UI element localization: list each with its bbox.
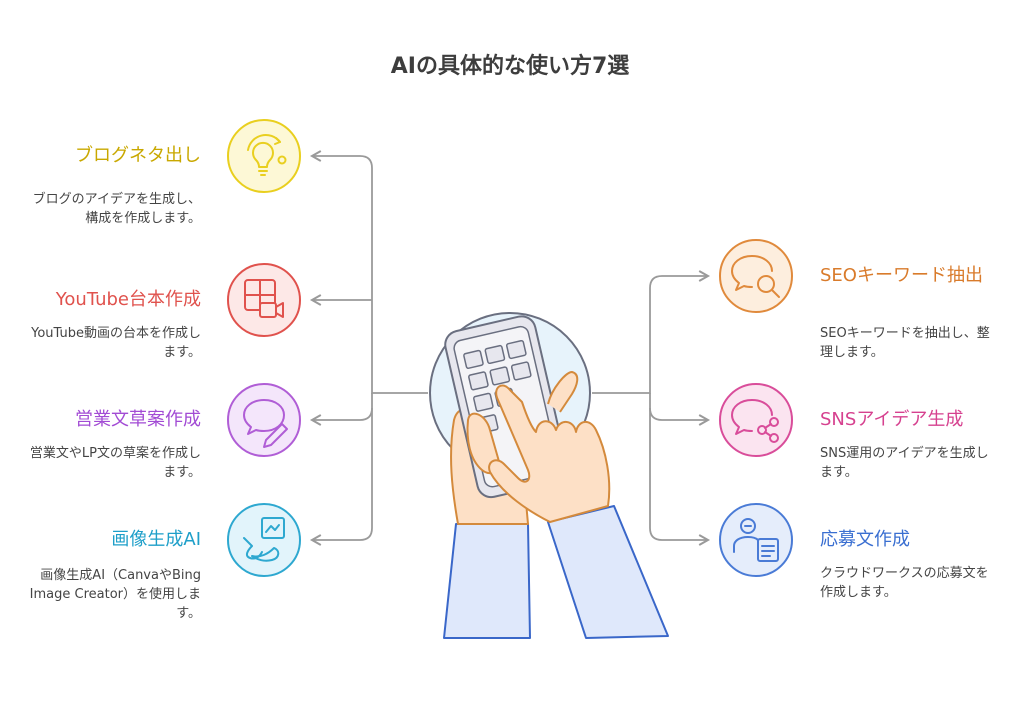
app-tile — [463, 349, 484, 370]
chat-share-icon — [731, 399, 779, 443]
item-desc-blog: ブログのアイデアを生成し、構成を作成します。 — [32, 192, 201, 226]
icon-circle-application — [719, 503, 793, 577]
connector-seo — [592, 270, 711, 394]
connector-application — [649, 408, 711, 546]
item-desc-seo: SEOキーワードを抽出し、整理します。 — [820, 326, 990, 360]
connector-sns — [649, 393, 711, 426]
icon-circle-image — [227, 503, 301, 577]
item-title-sns: SNSアイデア生成 — [820, 409, 964, 430]
right-thumb — [547, 371, 579, 413]
item-title-blog: ブログネタ出し — [75, 145, 201, 166]
center-illustration — [429, 312, 669, 639]
app-tile — [505, 339, 527, 360]
connector-blog — [309, 150, 428, 394]
item-title-youtube: YouTube台本作成 — [55, 289, 201, 310]
page-title: AIの具体的な使い方7選 — [390, 54, 630, 79]
right-hand — [488, 384, 611, 523]
chat-search-icon — [731, 255, 780, 298]
app-tile — [489, 366, 511, 386]
item-title-application: 応募文作成 — [820, 529, 910, 550]
art-brush-icon — [243, 517, 285, 562]
app-tile — [484, 344, 506, 365]
icon-circle-youtube — [227, 263, 301, 337]
user-document-icon — [733, 518, 779, 562]
item-title-image: 画像生成AI — [111, 529, 201, 550]
item-title-seo: SEOキーワード抽出 — [820, 265, 983, 286]
icon-circle-sns — [719, 383, 793, 457]
app-tile — [510, 361, 532, 381]
app-tile — [468, 371, 489, 391]
right-connectors — [592, 270, 711, 546]
icon-circle-seo — [719, 239, 793, 313]
item-title-sales: 営業文草案作成 — [75, 409, 201, 430]
video-layout-icon — [244, 279, 284, 318]
icon-circle-sales — [227, 383, 301, 457]
lightbulb-icon — [247, 134, 287, 176]
item-desc-youtube: YouTube動画の台本を作成します。 — [31, 326, 201, 360]
app-tile — [473, 392, 494, 412]
item-desc-image: 画像生成AI（CanvaやBing Image Creator）を使用します。 — [29, 568, 201, 621]
item-desc-sales: 営業文やLP文の草案を作成します。 — [29, 446, 201, 480]
connector-image — [309, 408, 373, 546]
connector-sales — [309, 393, 373, 426]
chat-pencil-icon — [243, 399, 288, 448]
left-connectors — [309, 150, 428, 546]
left-sleeve — [443, 523, 531, 639]
icon-circle-blog — [227, 119, 301, 193]
item-desc-application: クラウドワークスの応募文を作成します。 — [820, 566, 989, 600]
item-desc-sns: SNS運用のアイデアを生成します。 — [820, 446, 989, 480]
